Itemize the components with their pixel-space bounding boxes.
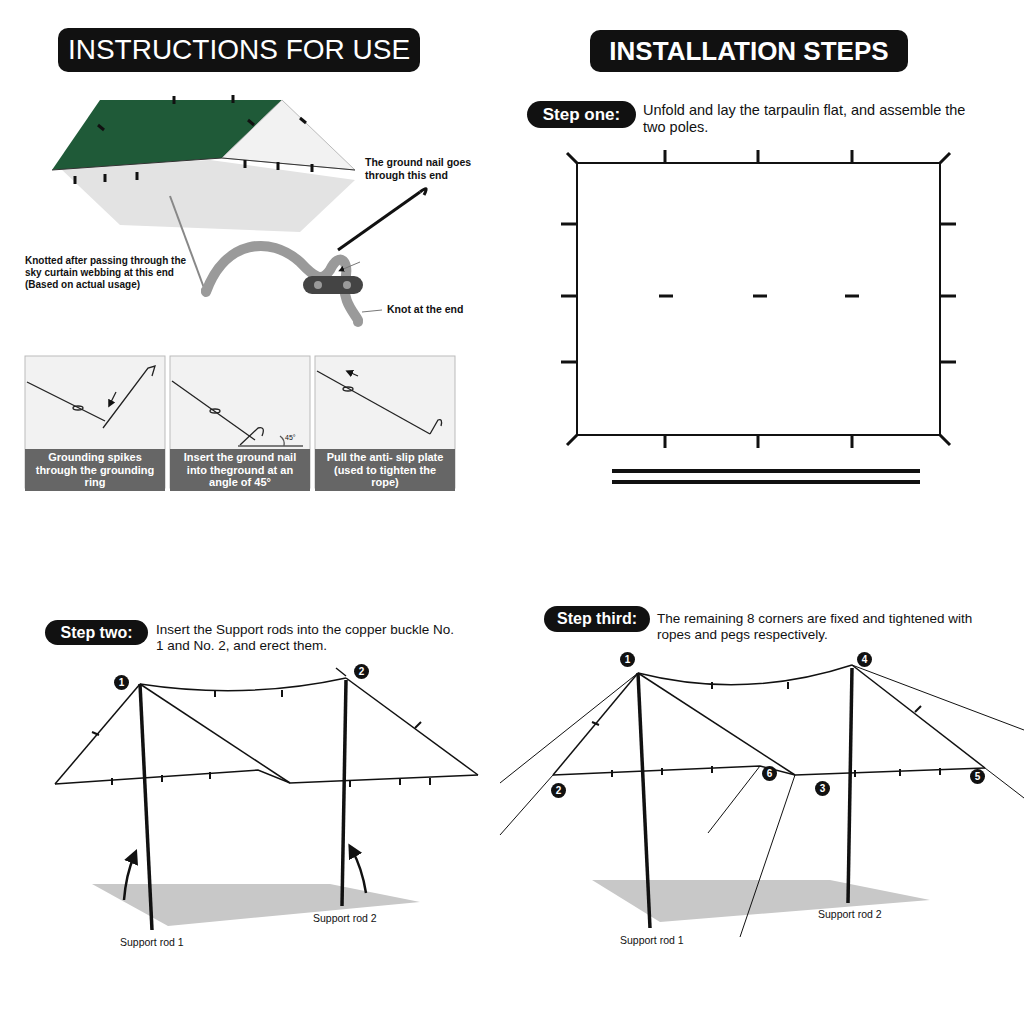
heading-text: Step third: <box>547 610 647 628</box>
note-label: The ground nail goes through this end <box>365 156 490 181</box>
callout-number: 6 <box>762 766 777 781</box>
caption-text: Pull the anti- slip plate (used to tight… <box>319 451 451 489</box>
heading-text: INSTRUCTIONS FOR USE <box>58 34 420 66</box>
step-panels <box>25 356 455 488</box>
note-label: Support rod 1 <box>620 934 700 947</box>
note-label: 45° <box>285 434 309 442</box>
caption-band: Pull the anti- slip plate (used to tight… <box>315 449 455 491</box>
callout-number: 1 <box>114 675 129 690</box>
caption-text: Insert the ground nail into theground at… <box>174 451 306 489</box>
tarp-fixed <box>500 665 1024 937</box>
caption-band: Insert the ground nail into theground at… <box>170 449 310 491</box>
caption-text: Grounding spikes through the grounding r… <box>29 451 161 489</box>
callout-number: 3 <box>815 781 830 796</box>
heading-pill: INSTALLATION STEPS <box>590 30 908 72</box>
callout-number: 4 <box>857 652 872 667</box>
heading-pill: Step third: <box>544 606 650 632</box>
tarp-erect <box>55 668 478 930</box>
note-label: Insert the Support rods into the copper … <box>156 622 456 654</box>
heading-pill: Step one: <box>527 101 636 128</box>
heading-text: Step two: <box>51 624 143 642</box>
note-label: Support rod 2 <box>313 912 393 925</box>
note-label: The remaining 8 corners are fixed and ti… <box>657 611 987 643</box>
heading-text: INSTALLATION STEPS <box>599 36 898 67</box>
note-label: Knot at the end <box>387 303 497 316</box>
note-label: Support rod 2 <box>818 908 898 921</box>
heading-pill: INSTRUCTIONS FOR USE <box>58 28 420 72</box>
caption-band: Grounding spikes through the grounding r… <box>25 449 165 491</box>
note-label: Support rod 1 <box>120 936 200 949</box>
flat-tarp <box>561 150 956 482</box>
tarp-illustration <box>52 95 426 327</box>
callout-number: 2 <box>354 664 369 679</box>
heading-text: Step one: <box>533 105 630 125</box>
heading-pill: Step two: <box>45 620 148 645</box>
note-label: Unfold and lay the tarpaulin flat, and a… <box>643 102 988 137</box>
callout-number: 5 <box>970 769 985 784</box>
callout-number: 2 <box>551 783 566 798</box>
callout-number: 1 <box>620 652 635 667</box>
note-label: Knotted after passing through the sky cu… <box>25 255 190 291</box>
